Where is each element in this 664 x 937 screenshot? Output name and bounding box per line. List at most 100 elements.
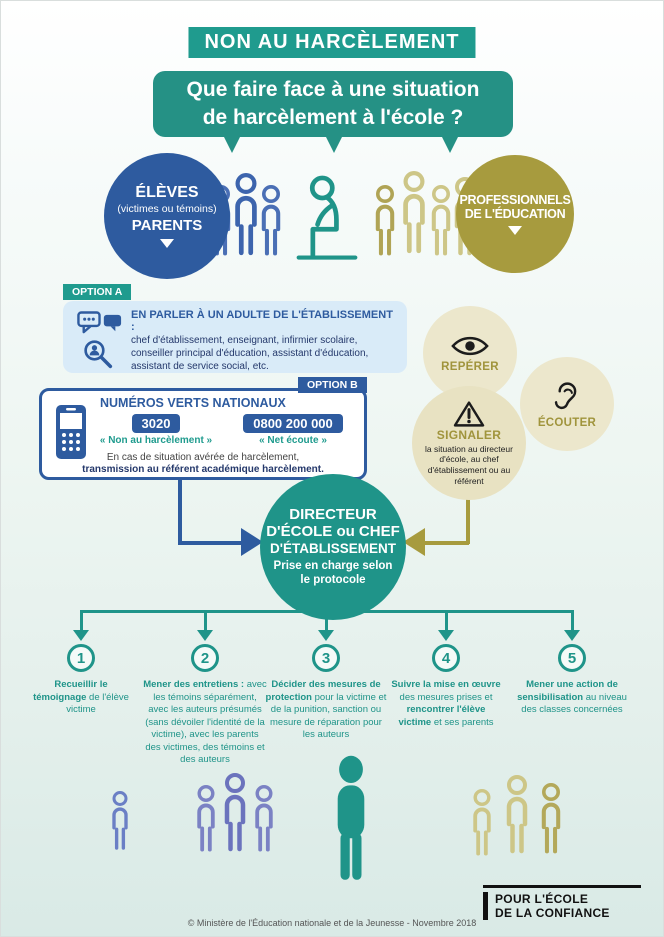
ecouter-circle: ÉCOUTER [520,357,614,451]
option-a-title: EN PARLER À UN ADULTE DE L'ÉTABLISSEMENT… [131,309,393,333]
logo-line2: DE LA CONFIANCE [495,906,610,920]
reperer-circle: REPÉRER [423,306,517,400]
students-line3: PARENTS [131,217,203,234]
phone-icon [56,405,86,459]
director-line2: D'ÉCOLE ou CHEF [266,523,400,541]
step-number: 2 [191,644,219,672]
chevron-down-icon [160,239,174,248]
phone-number-pill: 3020 [131,414,181,433]
bubble-tail [223,135,241,153]
option-b-title: NUMÉROS VERTS NATIONAUX [100,396,286,410]
professionals-circle: PROFESSIONNELS DE L'ÉDUCATION [456,155,574,273]
bubble-tail [441,135,459,153]
question-bubble: Que faire face à une situation de harcèl… [153,71,513,137]
connector-olive-line [413,541,469,545]
option-a-content: EN PARLER À UN ADULTE DE L'ÉTABLISSEMENT… [131,309,399,373]
arrow-left-icon [403,528,425,556]
phone-number-caption: « Non au harcèlement » [99,435,213,446]
ear-icon [554,381,577,409]
step-text: au niveau des classes concernées [521,691,627,716]
step-number: 5 [558,644,586,672]
branch-stub [570,610,574,632]
professionals-line2: DE L'ÉDUCATION [464,207,566,221]
phone-number-caption: « Net écoute » [259,435,327,446]
branch-stub [79,610,83,632]
step-number: 3 [312,644,340,672]
reperer-label: REPÉRER [441,360,499,373]
option-a-box: EN PARLER À UN ADULTE DE L'ÉTABLISSEMENT… [63,301,407,373]
person-icon [255,785,273,852]
eye-icon [451,336,489,355]
logo-bar [483,892,488,920]
step-1-text: Recueillir le témoignage de l'élève vict… [31,679,131,717]
connector-olive-line [466,498,470,544]
step-text-bold: Décider des mesures de protection [265,679,381,703]
person-icon [533,783,569,855]
person-icon [112,791,128,850]
connector-blue-line [178,480,182,544]
option-b-tab: OPTION B [298,377,367,393]
step-text-bold: Mener des entretiens : [143,679,245,690]
arrow-right-icon [241,528,263,556]
signaler-detail: la situation au directeur d'école, au ch… [425,443,513,486]
step-text-bold: rencontrer l'élève victime [398,704,486,728]
step-text: de l'élève victime [66,691,129,716]
step-text: avec les témoins séparément, avec les au… [145,679,267,766]
logo-text: POUR L'ÉCOLE DE LA CONFIANCE [495,892,610,920]
step-4-text: Suivre la mise en œuvre des mesures pris… [390,679,502,729]
option-a-tab: OPTION A [63,284,132,300]
arrow-down-icon [564,630,580,641]
option-b-note1: En cas de situation avérée de harcèlemen… [106,452,300,463]
director-circle: DIRECTEUR D'ÉCOLE ou CHEF D'ÉTABLISSEMEN… [260,474,406,620]
question-line2: de harcèlement à l'école ? [202,106,464,129]
step-3-text: Décider des mesures de protection pour l… [265,679,387,742]
person-icon [497,775,537,855]
director-line3: D'ÉTABLISSEMENT [270,540,396,556]
option-b-note2: transmission au référent académique harc… [82,464,324,475]
step-text-bold: Mener une action de sensibilisation [517,679,618,703]
bubble-tail [325,135,343,153]
signaler-label: SIGNALER [436,427,502,442]
ecouter-label: ÉCOUTER [537,416,597,429]
director-line4: Prise en charge selon [273,560,393,573]
tall-person-icon [337,755,365,880]
step-text: des mesures prises et [399,691,493,703]
professionals-line1: PROFESSIONNELS [459,193,571,207]
signaler-circle: SIGNALER la situation au directeur d'éco… [412,386,526,500]
question-line1: Que faire face à une situation [186,77,480,101]
hotline-net-ecoute: 0800 200 000 « Net écoute » [224,414,362,446]
option-a-body: chef d'établissement, enseignant, infirm… [131,335,369,372]
step-number: 1 [67,644,95,672]
students-circle: ÉLÈVES (victimes ou témoins) PARENTS [104,153,230,279]
chevron-down-icon [508,226,522,235]
logo-line1: POUR L'ÉCOLE [495,892,589,906]
copyright: © Ministère de l'Éducation nationale et … [187,918,477,928]
poster-title-banner: NON AU HARCÈLEMENT [188,27,476,58]
poster-title: NON AU HARCÈLEMENT [204,31,460,53]
option-b-box: NUMÉROS VERTS NATIONAUX 3020 « Non au ha… [39,388,367,480]
arrow-down-icon [197,630,213,641]
person-icon [253,185,289,257]
chat-bubbles-icon [77,311,122,334]
arrow-down-icon [73,630,89,641]
person-icon [473,789,491,856]
arrow-down-icon [438,630,454,641]
connector-blue-line [178,541,244,545]
director-line1: DIRECTEUR [289,506,377,524]
branch-stub [324,610,328,632]
hotline-3020: 3020 « Non au harcèlement » [90,414,222,446]
phone-number-pill: 0800 200 000 [243,414,343,433]
seated-person-icon [289,175,365,267]
step-text-bold: Suivre la mise en œuvre [391,679,501,690]
step-text-bold: Recueillir le témoignage [33,679,108,703]
step-text: et ses parents [431,716,494,728]
branch-stub [203,610,207,632]
students-line1: ÉLÈVES [135,184,199,201]
step-number: 4 [432,644,460,672]
director-line5: le protocole [300,574,366,586]
step-text: pour la victime et de la punition, sanct… [270,691,387,741]
warning-icon [453,401,485,427]
branch-stub [444,610,448,632]
students-line2: (victimes ou témoins) [117,203,217,215]
